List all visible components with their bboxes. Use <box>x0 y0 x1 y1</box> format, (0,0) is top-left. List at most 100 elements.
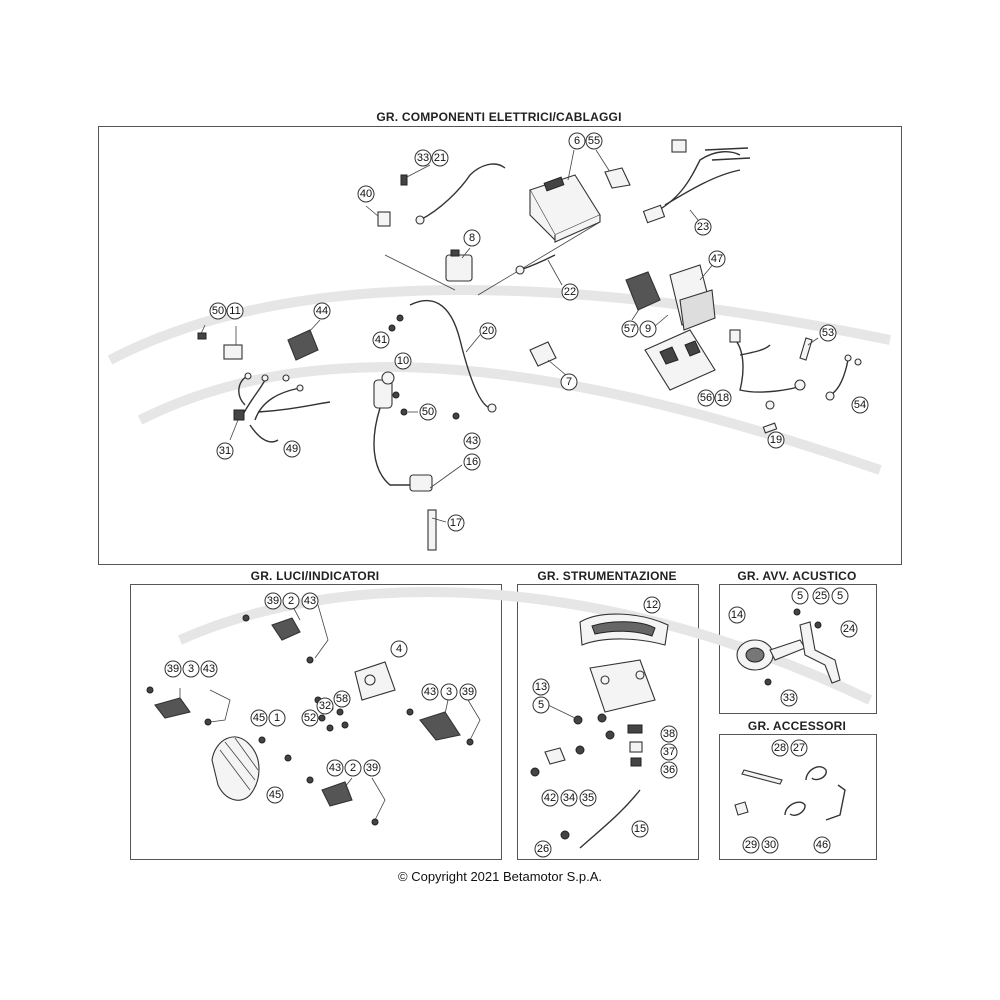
strumentazione-group-art <box>530 613 669 849</box>
callout-main-11: 11 <box>226 302 244 320</box>
svg-text:47: 47 <box>711 253 723 265</box>
svg-text:30: 30 <box>764 839 776 851</box>
accessori-group-art <box>734 766 846 821</box>
group-title-accessori: GR. ACCESSORI <box>747 719 847 733</box>
svg-text:3: 3 <box>446 686 452 698</box>
svg-text:57: 57 <box>624 323 636 335</box>
callout-main-19: 19 <box>767 431 785 449</box>
svg-text:36: 36 <box>663 764 675 776</box>
callout-avv-5b: 5 <box>831 587 849 605</box>
callout-luci-45a: 45 <box>250 709 268 727</box>
callouts-luci: 39 2 43 4 39 3 43 58 43 3 39 45 1 52 32 … <box>164 592 477 804</box>
svg-text:13: 13 <box>535 681 547 693</box>
svg-text:27: 27 <box>793 742 805 754</box>
svg-text:33: 33 <box>783 692 795 704</box>
svg-text:24: 24 <box>843 623 855 635</box>
svg-text:15: 15 <box>634 823 646 835</box>
group-title-strumentazione: GR. STRUMENTAZIONE <box>537 569 677 583</box>
callout-luci-3b: 3 <box>440 683 458 701</box>
callout-luci-45b: 45 <box>266 786 284 804</box>
svg-text:34: 34 <box>563 792 575 804</box>
callout-avv-5a: 5 <box>791 587 809 605</box>
callout-main-49: 49 <box>283 440 301 458</box>
callout-luci-4: 4 <box>390 640 408 658</box>
svg-text:43: 43 <box>329 762 341 774</box>
callout-strum-15: 15 <box>631 820 649 838</box>
callout-avv-25: 25 <box>812 587 830 605</box>
callout-main-56: 56 <box>697 389 715 407</box>
callout-strum-26: 26 <box>534 840 552 858</box>
svg-text:58: 58 <box>336 693 348 705</box>
svg-text:38: 38 <box>663 728 675 740</box>
group-title-main: GR. COMPONENTI ELETTRICI/CABLAGGI <box>376 110 622 124</box>
svg-text:43: 43 <box>304 595 316 607</box>
callout-luci-43d: 43 <box>326 759 344 777</box>
callout-luci-32: 32 <box>316 697 334 715</box>
callouts-avv-acustico: 5 25 5 14 24 33 <box>728 587 858 707</box>
svg-text:4: 4 <box>396 643 402 655</box>
svg-text:53: 53 <box>822 327 834 339</box>
callout-acc-29: 29 <box>742 836 760 854</box>
svg-text:22: 22 <box>564 286 576 298</box>
svg-text:39: 39 <box>167 663 179 675</box>
callout-strum-13: 13 <box>532 678 550 696</box>
svg-text:42: 42 <box>544 792 556 804</box>
svg-text:39: 39 <box>366 762 378 774</box>
svg-text:52: 52 <box>304 712 316 724</box>
callout-luci-43b: 43 <box>200 660 218 678</box>
callout-main-20: 20 <box>479 322 497 340</box>
callout-avv-33: 33 <box>780 689 798 707</box>
callout-main-18: 18 <box>714 389 732 407</box>
callout-strum-38: 38 <box>660 725 678 743</box>
callout-strum-37: 37 <box>660 743 678 761</box>
main-group-art <box>197 139 862 551</box>
callout-strum-12: 12 <box>643 596 661 614</box>
callout-main-6: 6 <box>568 132 586 150</box>
callout-luci-39c: 39 <box>459 683 477 701</box>
callout-main-44: 44 <box>313 302 331 320</box>
callout-main-7: 7 <box>560 373 578 391</box>
callout-strum-36: 36 <box>660 761 678 779</box>
callout-acc-30: 30 <box>761 836 779 854</box>
callout-avv-14: 14 <box>728 606 746 624</box>
callout-main-50b: 50 <box>419 403 437 421</box>
svg-text:50: 50 <box>422 406 434 418</box>
callout-main-53: 53 <box>819 324 837 342</box>
svg-text:5: 5 <box>837 590 843 602</box>
callout-main-22: 22 <box>561 283 579 301</box>
copyright-text: © Copyright 2021 Betamotor S.p.A. <box>398 869 602 884</box>
svg-text:20: 20 <box>482 325 494 337</box>
svg-text:1: 1 <box>274 712 280 724</box>
svg-text:5: 5 <box>797 590 803 602</box>
svg-text:45: 45 <box>269 789 281 801</box>
callout-luci-39d: 39 <box>363 759 381 777</box>
callout-acc-28: 28 <box>771 739 789 757</box>
svg-text:45: 45 <box>253 712 265 724</box>
svg-text:35: 35 <box>582 792 594 804</box>
callout-luci-39a: 39 <box>264 592 282 610</box>
svg-text:31: 31 <box>219 445 231 457</box>
svg-text:40: 40 <box>360 188 372 200</box>
callout-luci-3a: 3 <box>182 660 200 678</box>
callout-main-21: 21 <box>431 149 449 167</box>
svg-text:5: 5 <box>538 699 544 711</box>
svg-text:19: 19 <box>770 434 782 446</box>
svg-text:46: 46 <box>816 839 828 851</box>
callout-luci-2a: 2 <box>282 592 300 610</box>
callout-main-55: 55 <box>585 132 603 150</box>
callout-main-17: 17 <box>447 514 465 532</box>
svg-text:33: 33 <box>417 152 429 164</box>
callout-main-8: 8 <box>463 229 481 247</box>
svg-text:28: 28 <box>774 742 786 754</box>
svg-text:26: 26 <box>537 843 549 855</box>
callout-luci-2b: 2 <box>344 759 362 777</box>
svg-text:39: 39 <box>267 595 279 607</box>
svg-text:54: 54 <box>854 399 866 411</box>
svg-text:3: 3 <box>188 663 194 675</box>
svg-text:25: 25 <box>815 590 827 602</box>
svg-text:12: 12 <box>646 599 658 611</box>
callout-main-54: 54 <box>851 396 869 414</box>
callouts-main: 33 21 6 55 40 23 8 22 47 50 11 44 57 9 4… <box>209 132 869 532</box>
svg-text:32: 32 <box>319 700 331 712</box>
